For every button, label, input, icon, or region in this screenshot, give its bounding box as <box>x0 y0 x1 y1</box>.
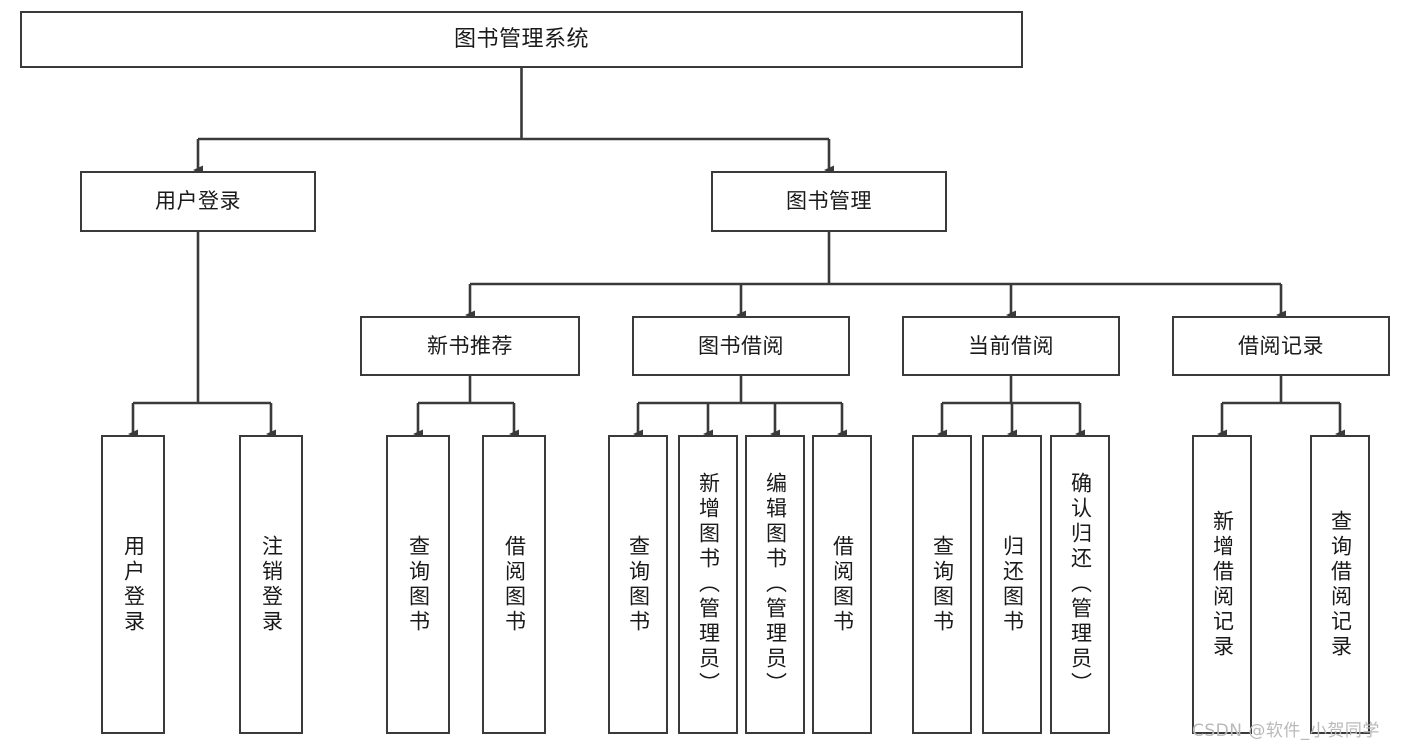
node-label: 查询图书 <box>930 534 955 635</box>
node-label: 用户登录 <box>155 189 241 214</box>
node-newbook[interactable]: 新书推荐 <box>360 316 580 376</box>
node-leaf-cu-conf[interactable]: 确认归还（管理员） <box>1050 435 1110 734</box>
node-leaf-cu-q[interactable]: 查询图书 <box>912 435 972 734</box>
node-login[interactable]: 用户登录 <box>80 171 316 232</box>
node-root[interactable]: 图书管理系统 <box>20 11 1023 68</box>
node-leaf-br-edit[interactable]: 编辑图书（管理员） <box>745 435 805 734</box>
node-leaf-br-b[interactable]: 借阅图书 <box>812 435 872 734</box>
node-label: 用户登录 <box>121 534 146 635</box>
node-leaf-br-add[interactable]: 新增图书（管理员） <box>678 435 738 734</box>
node-leaf-rc-q[interactable]: 查询借阅记录 <box>1310 435 1370 734</box>
node-label: 确认归还（管理员） <box>1068 472 1093 697</box>
node-leaf-rc-add[interactable]: 新增借阅记录 <box>1192 435 1252 734</box>
node-label: 查询图书 <box>406 534 431 635</box>
node-label: 借阅记录 <box>1238 333 1324 358</box>
node-borrow[interactable]: 图书借阅 <box>632 316 850 376</box>
node-label: 图书借阅 <box>698 333 784 358</box>
node-current[interactable]: 当前借阅 <box>902 316 1120 376</box>
node-leaf-logout[interactable]: 注销登录 <box>239 435 303 734</box>
node-label: 查询图书 <box>626 534 651 635</box>
node-label: 归还图书 <box>1000 534 1025 635</box>
node-leaf-login[interactable]: 用户登录 <box>101 435 165 734</box>
connector-group <box>128 68 1345 439</box>
node-label: 查询借阅记录 <box>1328 509 1353 660</box>
node-label: 当前借阅 <box>968 333 1054 358</box>
node-label: 编辑图书（管理员） <box>763 472 788 697</box>
node-label: 图书管理 <box>786 189 872 214</box>
node-label: 新增借阅记录 <box>1210 509 1235 660</box>
node-leaf-cu-ret[interactable]: 归还图书 <box>982 435 1042 734</box>
node-label: 图书管理系统 <box>453 26 589 52</box>
node-leaf-nb-q[interactable]: 查询图书 <box>386 435 450 734</box>
node-leaf-nb-b[interactable]: 借阅图书 <box>482 435 546 734</box>
node-label: 新增图书（管理员） <box>696 472 721 697</box>
node-bookmgmt[interactable]: 图书管理 <box>711 171 947 232</box>
node-label: 借阅图书 <box>502 534 527 635</box>
node-label: 注销登录 <box>259 534 284 635</box>
node-label: 借阅图书 <box>830 534 855 635</box>
node-leaf-br-q[interactable]: 查询图书 <box>608 435 668 734</box>
node-label: 新书推荐 <box>427 333 513 358</box>
node-records[interactable]: 借阅记录 <box>1172 316 1390 376</box>
